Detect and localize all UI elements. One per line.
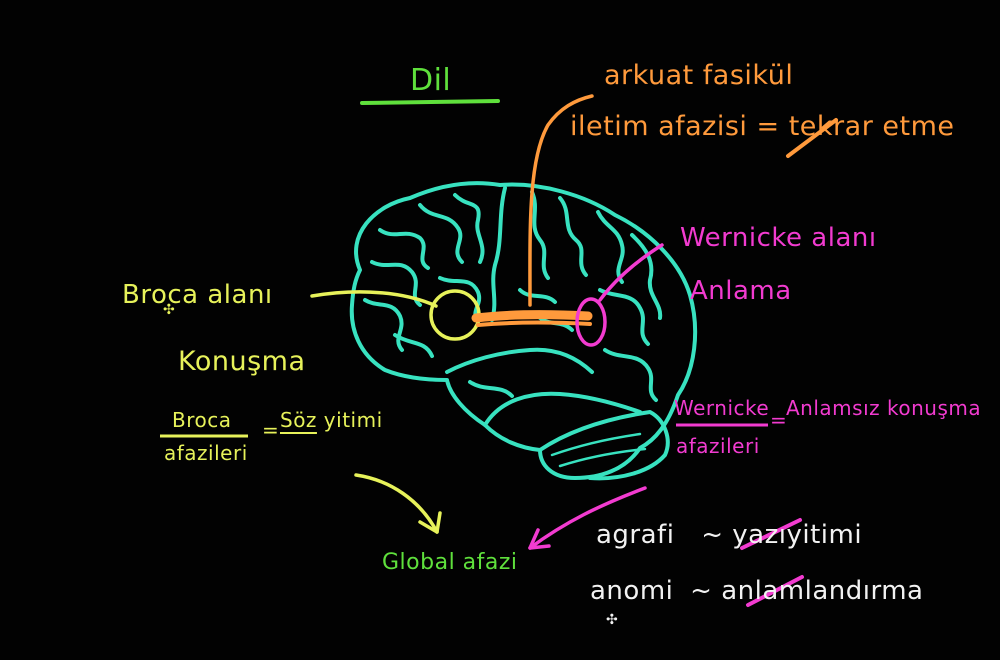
agrafi-tilde: ~	[701, 520, 724, 550]
brain-outline	[349, 181, 698, 480]
conduction-aphasia-text: iletim afazisi = tekrar etme	[570, 113, 955, 140]
agrafi-struck: yazı	[732, 520, 787, 550]
brain-drawing	[349, 181, 698, 481]
agrafi-rest: yitimi	[786, 520, 863, 550]
strike-tekrar	[786, 118, 838, 158]
wernicke-equals: =	[770, 408, 788, 432]
broca-aphasia-desc: Söz yitimi	[280, 410, 383, 430]
arcuate-fasciculus	[471, 310, 593, 323]
anomi-tilde: ~	[690, 576, 713, 606]
cerebellum	[538, 410, 670, 481]
strike-am	[746, 575, 804, 607]
wernicke-pointer-line	[598, 243, 664, 302]
conduction-aphasia-label: iletim afazisi = tekrar etme	[570, 111, 955, 142]
anomi-struck: am	[762, 576, 805, 606]
anomi-line: anomi ~ anlamlandırma	[590, 578, 923, 604]
anomi-prefix: anl	[721, 576, 763, 606]
broca-function: Konuşma	[178, 346, 306, 377]
wernicke-aphasia-desc: Anlamsız konuşma	[786, 396, 982, 420]
pen-cursor-icon-2: ✣	[606, 612, 618, 628]
broca-pointer-line	[310, 290, 438, 308]
wernicke-area-circle	[575, 297, 607, 347]
title-underline	[360, 99, 500, 105]
broca-area-circle	[429, 289, 481, 341]
anomi-rest: landırma	[804, 576, 924, 606]
agrafi-line: agrafi ~ yazıyitimi	[596, 522, 862, 548]
arcuate-pointer-line	[528, 94, 594, 307]
broca-label: Broca alanı	[122, 280, 273, 310]
agrafi-term: agrafi	[596, 520, 675, 550]
page-title: Dil	[410, 63, 452, 98]
brain-stem	[483, 391, 642, 427]
broca-aphasia-desc-rest: yitimi	[323, 408, 383, 432]
sylvian-fissure	[445, 347, 594, 374]
broca-aphasia-word2: afazileri	[164, 441, 248, 465]
wernicke-to-global-arrow	[528, 486, 647, 550]
wernicke-label: Wernicke alanı	[680, 223, 877, 253]
global-aphasia-label: Global afazi	[382, 550, 518, 575]
anomi-term: anomi	[590, 576, 674, 606]
wernicke-function: Anlama	[690, 276, 792, 306]
central-sulcus	[490, 186, 507, 322]
arcuate-label: arkuat fasikül	[604, 60, 794, 91]
broca-to-global-arrow	[354, 473, 442, 534]
broca-aphasia-desc-underlined: Söz	[280, 408, 317, 432]
wernicke-aphasia-word1: Wernicke	[674, 396, 770, 420]
wernicke-aphasia-word2: afazileri	[676, 434, 760, 458]
broca-aphasia-word1: Broca	[172, 408, 232, 432]
strike-yazi	[740, 518, 802, 550]
pen-cursor-icon: ✣	[163, 302, 175, 318]
broca-equals: =	[262, 418, 280, 442]
